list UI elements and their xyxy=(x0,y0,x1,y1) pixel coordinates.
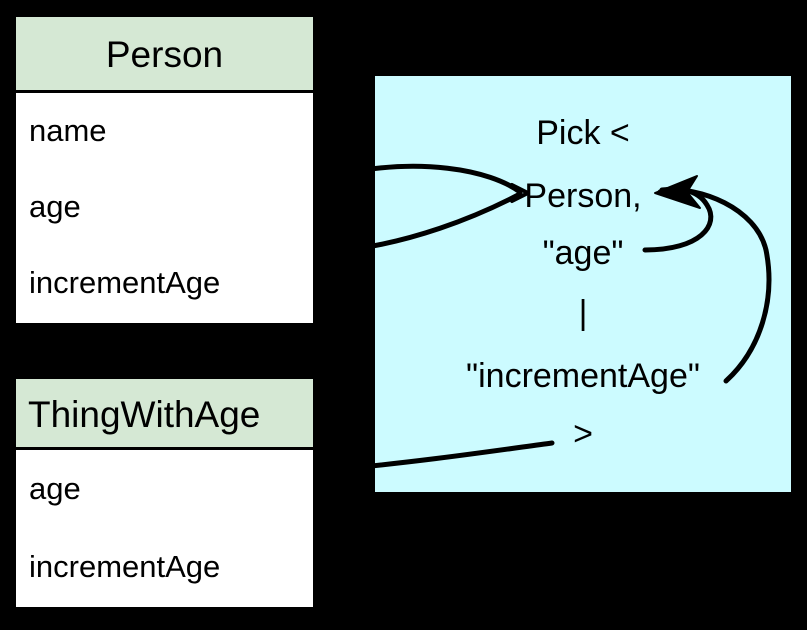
code-line-close: > xyxy=(573,415,593,453)
class-name-thingwithage: ThingWithAge xyxy=(16,379,313,450)
class-member: name xyxy=(29,113,107,148)
code-line-age: "age" xyxy=(542,234,624,272)
code-line-increment: "incrementAge" xyxy=(466,357,700,395)
class-member: incrementAge xyxy=(29,265,221,300)
class-members-thingwithage: age incrementAge xyxy=(16,450,313,606)
class-member: age xyxy=(29,471,81,506)
class-members-person: name age incrementAge xyxy=(16,93,313,322)
code-panel: Pick < Person, "age" | "incrementAge" > xyxy=(375,76,791,492)
class-name-person: Person xyxy=(16,17,313,93)
class-box-person: Person name age incrementAge xyxy=(15,16,314,324)
class-box-thingwithage: ThingWithAge age incrementAge xyxy=(15,378,314,608)
code-line-pick: Pick < xyxy=(536,114,630,152)
code-line-union-bar: | xyxy=(578,294,588,332)
class-member: age xyxy=(29,189,81,224)
class-member: incrementAge xyxy=(29,549,221,584)
code-line-person: Person, xyxy=(524,177,642,215)
